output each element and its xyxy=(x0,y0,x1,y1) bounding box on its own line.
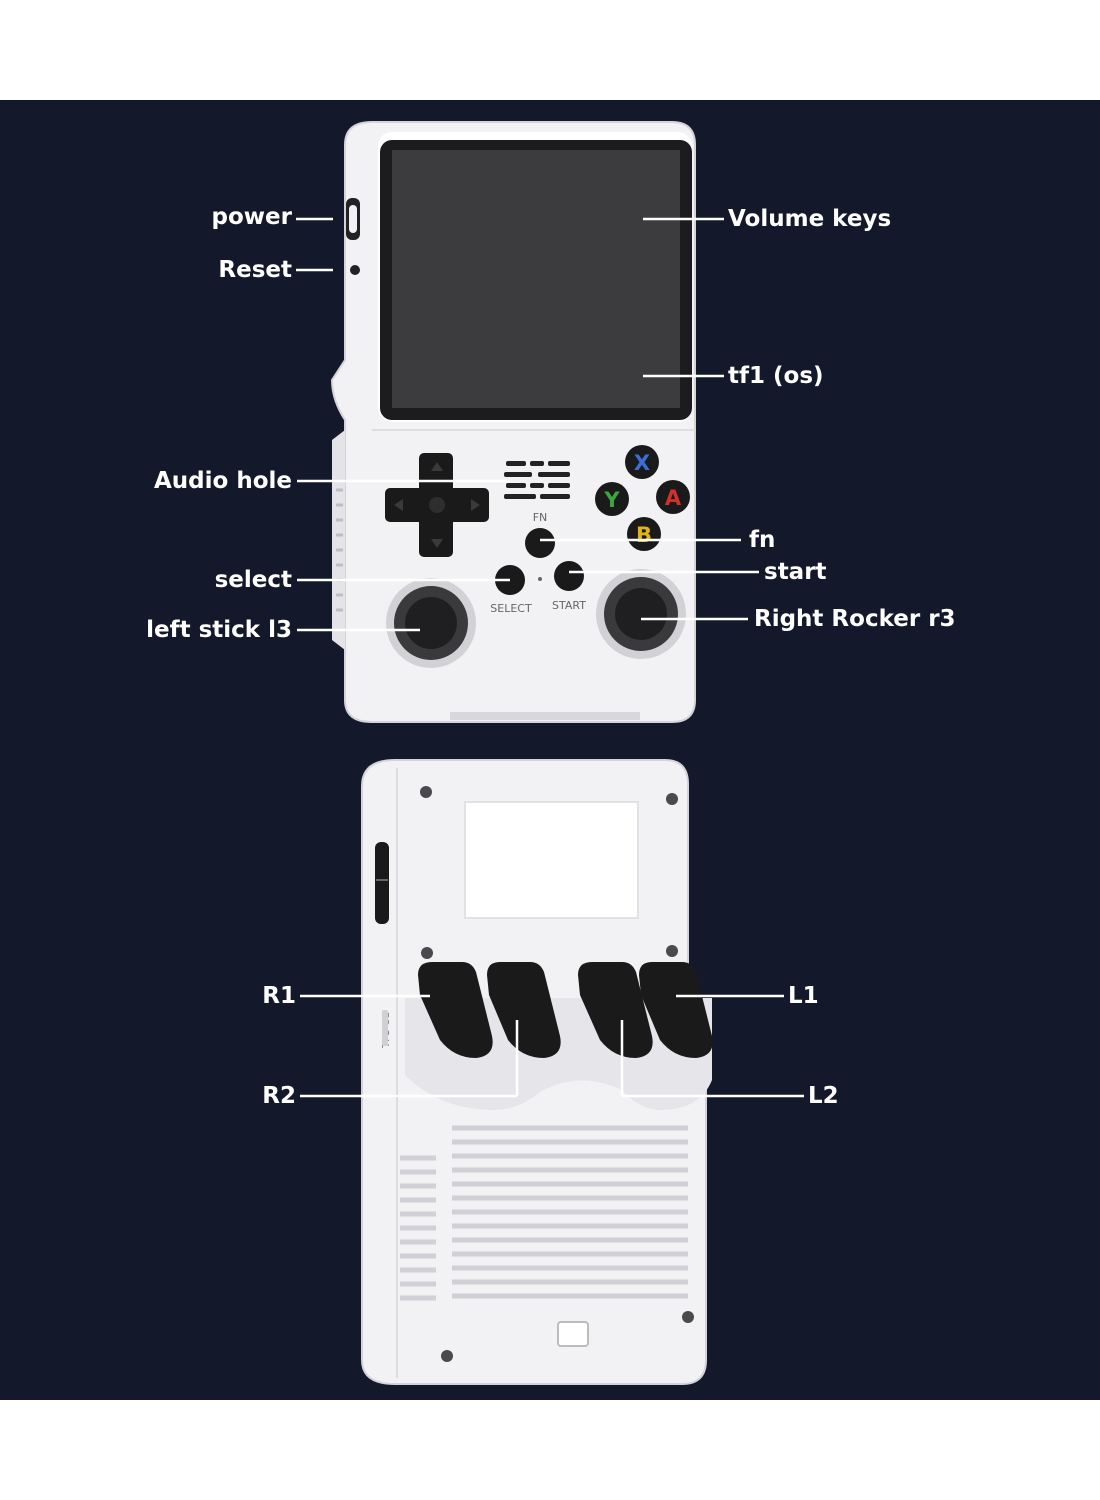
screen xyxy=(392,150,680,408)
r2-trigger[interactable] xyxy=(487,962,561,1058)
label-r1: R1 xyxy=(262,983,296,1009)
side-grip xyxy=(332,430,345,650)
label-l2: L2 xyxy=(808,1083,839,1109)
label-fn: fn xyxy=(749,527,776,553)
y-button[interactable] xyxy=(595,482,629,516)
label-right-rocker: Right Rocker r3 xyxy=(754,606,956,632)
r1-trigger[interactable] xyxy=(418,962,493,1058)
dpad[interactable] xyxy=(385,453,489,557)
start-printed: START xyxy=(552,599,586,612)
label-tf1: tf1 (os) xyxy=(728,363,824,389)
start-button[interactable] xyxy=(554,561,584,591)
left-stick[interactable] xyxy=(386,578,476,668)
screws xyxy=(420,786,694,1362)
label-select: select xyxy=(214,567,292,593)
x-letter: X xyxy=(634,451,650,475)
fn-printed: FN xyxy=(533,511,548,524)
x-button[interactable] xyxy=(625,445,659,479)
audio-hole xyxy=(504,461,570,499)
back-grille xyxy=(452,1125,688,1299)
face-buttons: X Y A B xyxy=(595,445,690,551)
side-grille xyxy=(400,1155,436,1301)
label-left-stick: left stick l3 xyxy=(146,617,292,643)
back-device: TF1-OS xyxy=(361,759,713,1385)
battery-cover-label xyxy=(464,801,639,919)
select-printed: SELECT xyxy=(490,602,532,615)
label-r2: R2 xyxy=(262,1083,296,1109)
label-power: power xyxy=(211,204,292,230)
label-volume-keys: Volume keys xyxy=(728,206,892,232)
right-stick[interactable] xyxy=(596,569,686,659)
a-button[interactable] xyxy=(656,480,690,514)
a-letter: A xyxy=(665,486,682,510)
tf-slot[interactable] xyxy=(382,1010,388,1046)
reset-button[interactable] xyxy=(350,265,360,275)
l1-trigger[interactable] xyxy=(639,962,713,1058)
shoulder-triggers xyxy=(418,962,713,1058)
fn-button[interactable] xyxy=(525,528,555,558)
y-letter: Y xyxy=(603,488,620,512)
b-letter: B xyxy=(636,523,652,547)
label-reset: Reset xyxy=(218,257,292,283)
bottom-clip xyxy=(557,1321,589,1347)
label-l1: L1 xyxy=(788,983,819,1009)
label-audio-hole: Audio hole xyxy=(154,468,292,494)
front-device: X Y A B FN SELECT START xyxy=(330,121,696,723)
leader-lines xyxy=(296,217,804,1098)
l2-trigger[interactable] xyxy=(578,962,653,1058)
label-start: start xyxy=(764,559,827,585)
b-button[interactable] xyxy=(627,517,661,551)
volume-keys[interactable] xyxy=(375,842,389,924)
